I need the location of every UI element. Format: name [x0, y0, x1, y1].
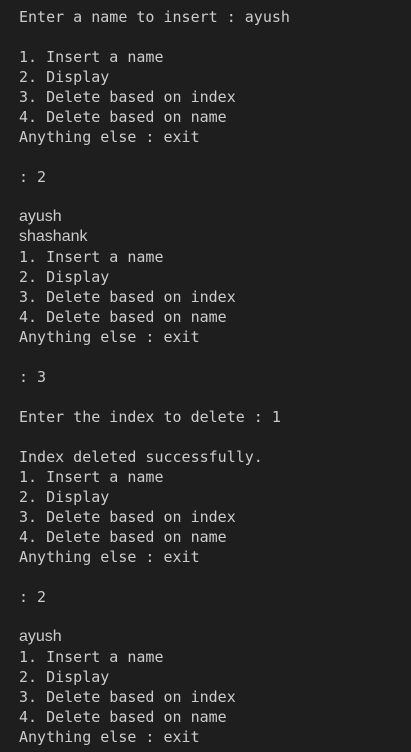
terminal-line [19, 27, 411, 47]
terminal-line [19, 147, 411, 167]
terminal-line [19, 347, 411, 367]
terminal-line: 2. Display [19, 268, 110, 286]
terminal-line: ayush [19, 628, 62, 645]
terminal-line: 1. Insert a name [19, 48, 164, 66]
terminal-line [19, 187, 411, 207]
terminal-line: Index deleted successfully. [19, 448, 263, 466]
terminal-line: 4. Delete based on name [19, 528, 227, 546]
terminal-line: Enter the index to delete : 1 [19, 408, 281, 426]
terminal-line: Anything else : exit [19, 728, 200, 746]
terminal-line: Anything else : exit [19, 328, 200, 346]
terminal-line: : 3 [19, 368, 47, 386]
terminal-line: 1. Insert a name [19, 468, 164, 486]
terminal-line: 2. Display [19, 68, 110, 86]
terminal-line: 4. Delete based on name [19, 108, 227, 126]
terminal-line: 2. Display [19, 488, 110, 506]
terminal-line: 3. Delete based on index [19, 88, 236, 106]
terminal-line [19, 387, 411, 407]
terminal-line: 2. Display [19, 668, 110, 686]
terminal-line: 3. Delete based on index [19, 508, 236, 526]
terminal-line: ayush [19, 208, 62, 225]
terminal-line [19, 427, 411, 447]
terminal-line: 4. Delete based on name [19, 708, 227, 726]
terminal-line [19, 607, 411, 627]
terminal-line [19, 567, 411, 587]
terminal-line: : 2 [19, 588, 47, 606]
terminal-line: Enter a name to insert : ayush [19, 8, 290, 26]
terminal-line: shashank [19, 228, 88, 245]
terminal-line: 3. Delete based on index [19, 288, 236, 306]
terminal-line: 1. Insert a name [19, 248, 164, 266]
terminal-line: Anything else : exit [19, 128, 200, 146]
terminal-line: : 2 [19, 168, 47, 186]
terminal-line: 1. Insert a name [19, 648, 164, 666]
terminal-line: 4. Delete based on name [19, 308, 227, 326]
terminal-line: 3. Delete based on index [19, 688, 236, 706]
terminal-line: Anything else : exit [19, 548, 200, 566]
